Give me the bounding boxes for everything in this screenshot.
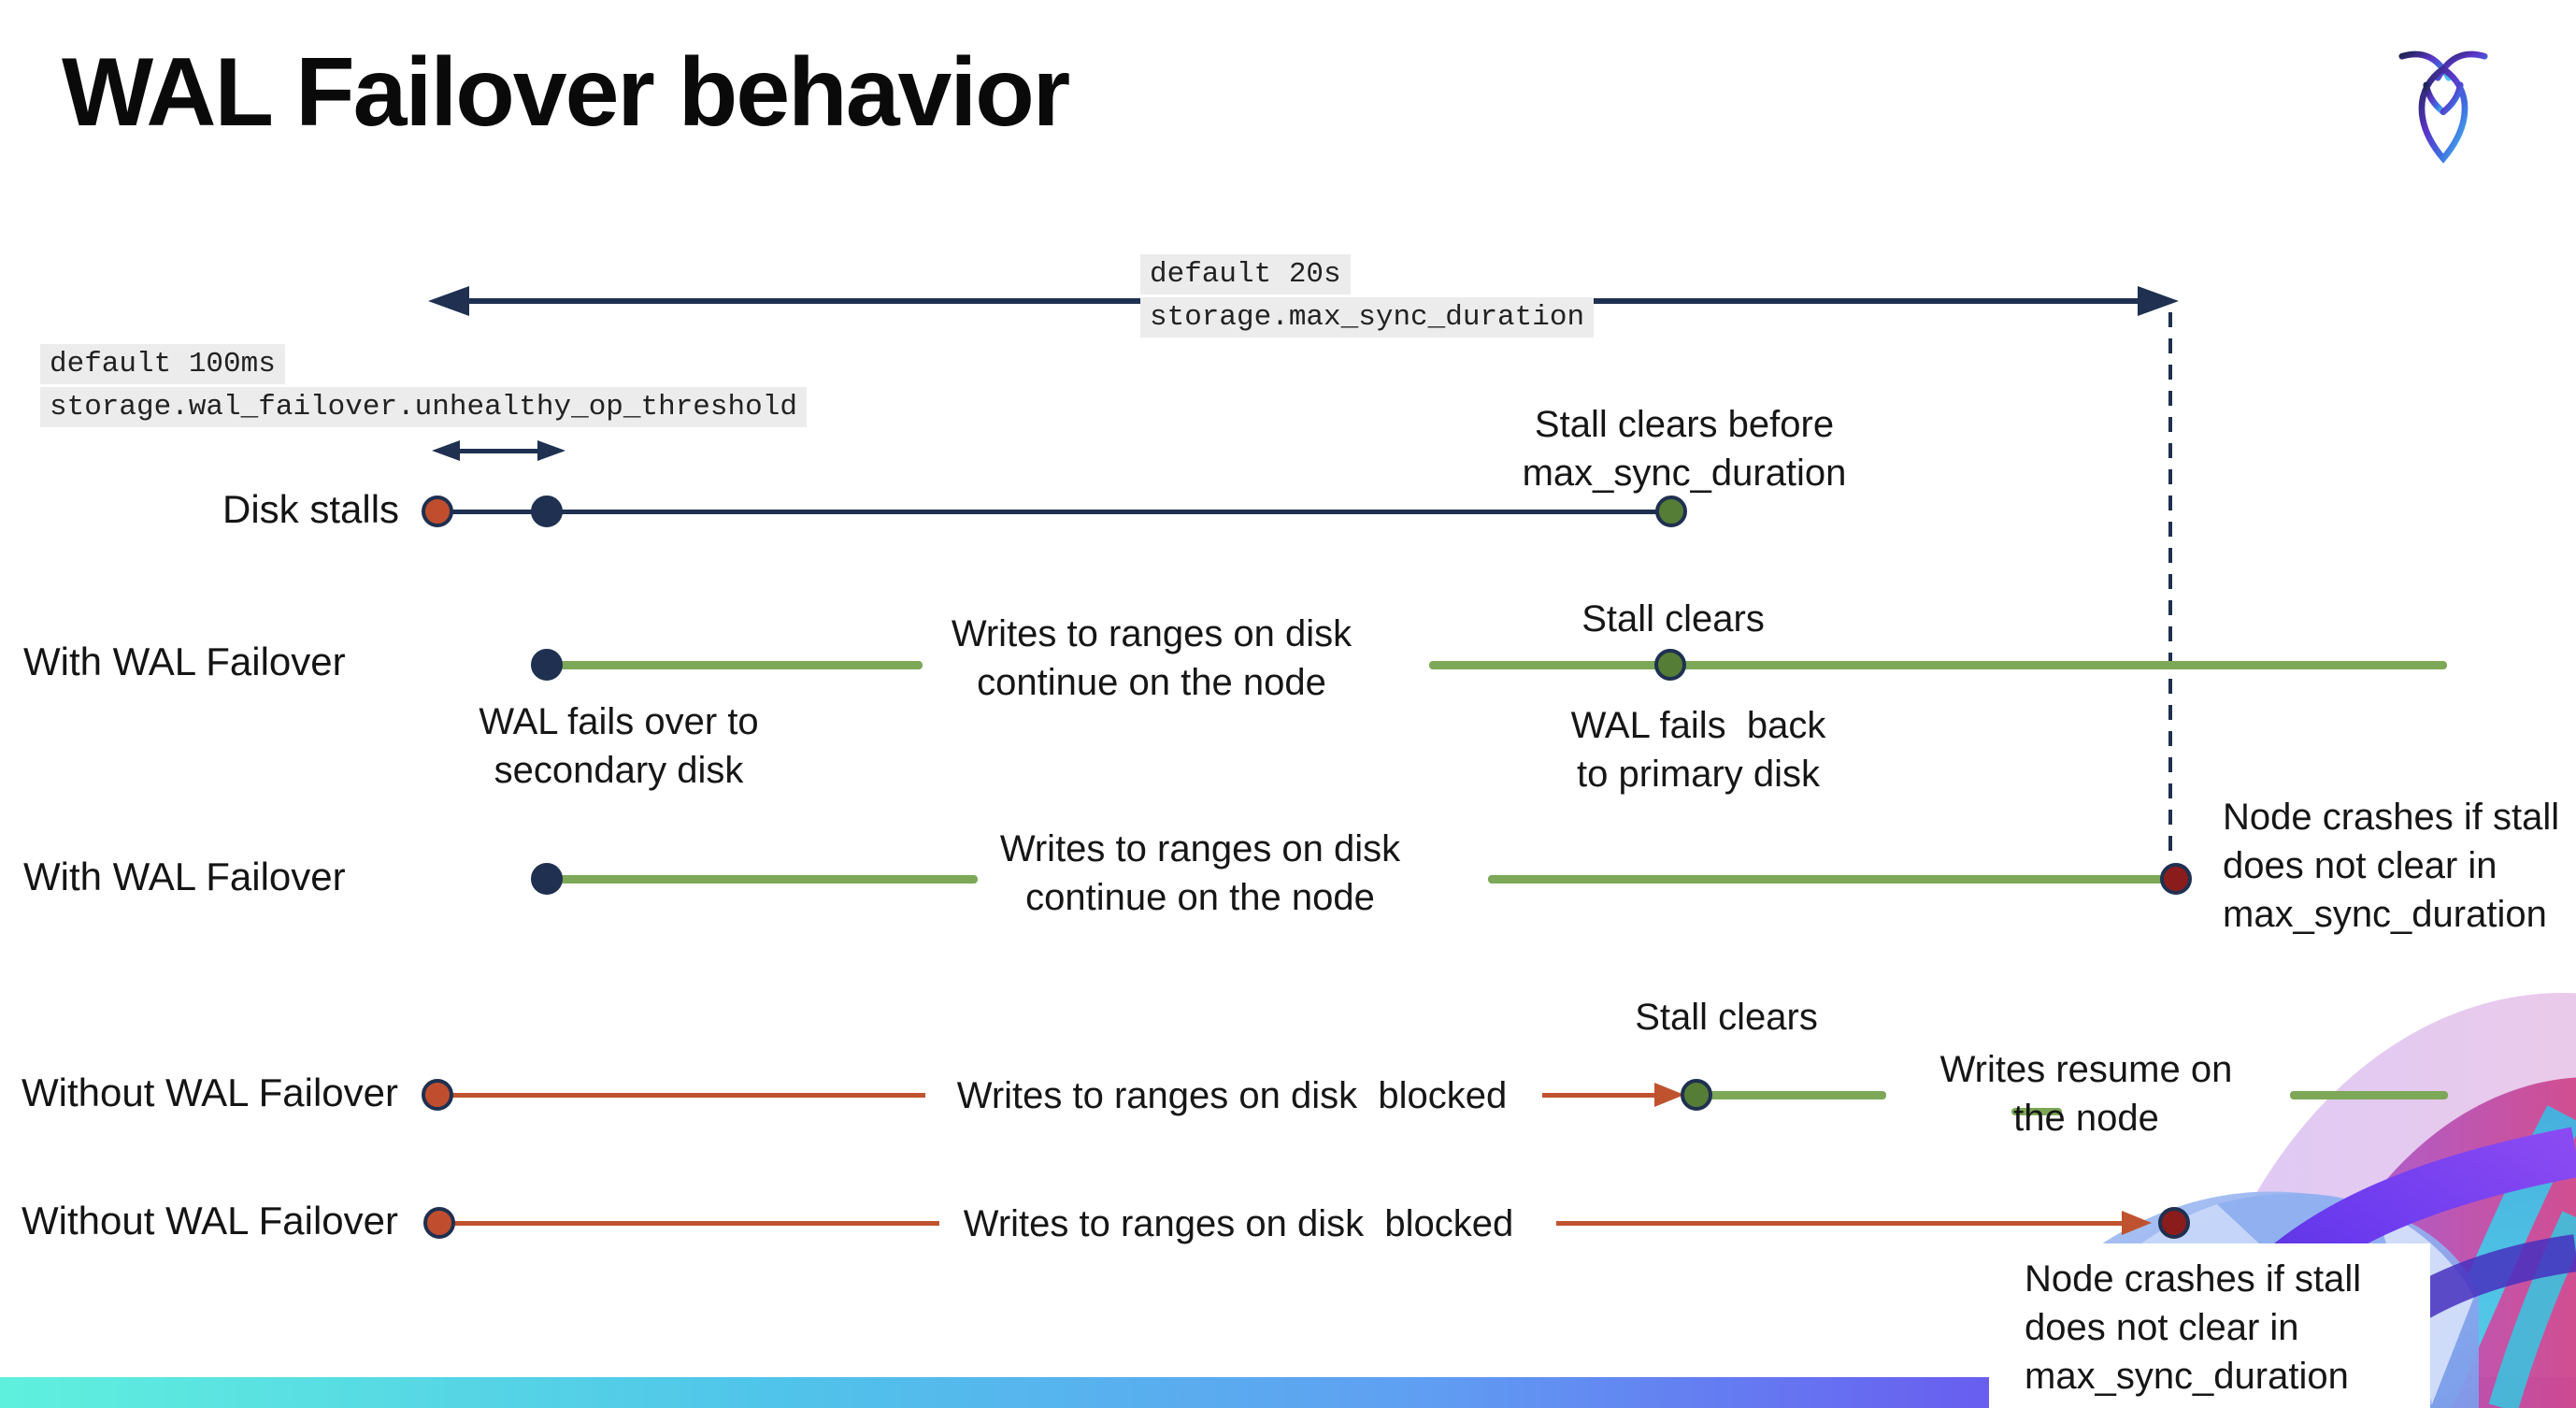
writes-continue-line-1b [1429,661,2447,669]
unhealthy-op-default-value: default 100ms [40,344,285,384]
writes-continue-note-2: Writes to ranges on disk continue on the… [999,828,1401,918]
writes-continue-line-2b [1488,875,2176,884]
wal-fails-over-note: WAL fails over to secondary disk [479,701,759,791]
writes-continue-line-2a [554,875,978,884]
writes-resume-line-1a [1696,1091,1886,1099]
node-crashes-note-bottom: Node crashes if stall does not clear in … [2025,1258,2362,1397]
disk-stall-start-dot [422,496,453,527]
wal-failover-dot-1 [531,649,563,681]
disk-stalls-timeline [437,510,1671,514]
row-label-with-wal-failover-2: With WAL Failover [23,855,346,898]
node-crashes-callout-box: Node crashes if stall does not clear in … [1989,1243,2430,1408]
stall-clears-label-2: Stall clears [1635,997,1818,1038]
disk-stall-start-dot-3 [423,1207,455,1239]
writes-blocked-line-1a [445,1093,925,1098]
writes-resume-line-1b [2290,1091,2448,1099]
writes-blocked-note-2: Writes to ranges on disk blocked [963,1203,1514,1244]
node-crash-dot-2 [2158,1207,2190,1239]
unhealthy-op-threshold-setting-label: default 100ms storage.wal_failover.unhea… [40,344,807,430]
row-label-with-wal-failover-1: With WAL Failover [23,639,346,683]
max-sync-default-value: default 20s [1140,254,1351,295]
wal-failover-dot-2 [531,863,563,895]
writes-blocked-line-1b [1542,1093,1654,1098]
stall-clears-before-note: Stall clears before max_sync_duration [1522,404,1847,494]
unhealthy-op-setting-name: storage.wal_failover.unhealthy_op_thresh… [40,387,807,427]
page-title: WAL Failover behavior [62,38,1070,147]
writes-resume-note: Writes resume on the node [1939,1049,2233,1139]
max-sync-setting-name: storage.max_sync_duration [1140,297,1595,338]
max-sync-duration-setting-label: default 20s storage.max_sync_duration [1140,254,1595,340]
stall-clears-label-1: Stall clears [1581,598,1765,639]
wal-fails-back-note: WAL fails back to primary disk [1570,705,1826,795]
node-crashes-note-right: Node crashes if stall does not clear in … [2223,797,2560,935]
max-sync-deadline-dashed-line [2168,312,2172,856]
writes-blocked-line-2a [447,1221,939,1226]
disk-stall-start-dot-2 [422,1079,453,1111]
arrowhead-left-icon [428,286,469,316]
red-arrowhead-icon-1 [1654,1083,1684,1107]
writes-continue-line-1a [554,661,923,669]
stall-clears-dot [1655,496,1687,527]
red-arrowhead-icon-2 [2122,1211,2152,1235]
writes-blocked-line-2b [1556,1221,2122,1226]
row-label-without-wal-failover-1: Without WAL Failover [21,1070,398,1114]
green-line-fragment [2011,1108,2062,1115]
cockroachdb-logo-icon [2398,50,2488,164]
stall-clears-dot-3 [1681,1079,1712,1111]
writes-blocked-note-1: Writes to ranges on disk blocked [956,1075,1508,1116]
writes-continue-note-1: Writes to ranges on disk continue on the… [951,613,1352,703]
failover-threshold-dot [531,496,563,527]
node-crash-dot-1 [2160,863,2192,895]
stall-clears-dot-2 [1654,649,1686,681]
small-arrowhead-right-icon [537,440,565,461]
row-label-without-wal-failover-2: Without WAL Failover [21,1199,398,1243]
arrowhead-right-icon [2138,286,2179,316]
row-label-disk-stalls: Disk stalls [222,487,400,531]
small-arrowhead-left-icon [432,440,460,461]
unhealthy-op-span-line [443,449,557,453]
